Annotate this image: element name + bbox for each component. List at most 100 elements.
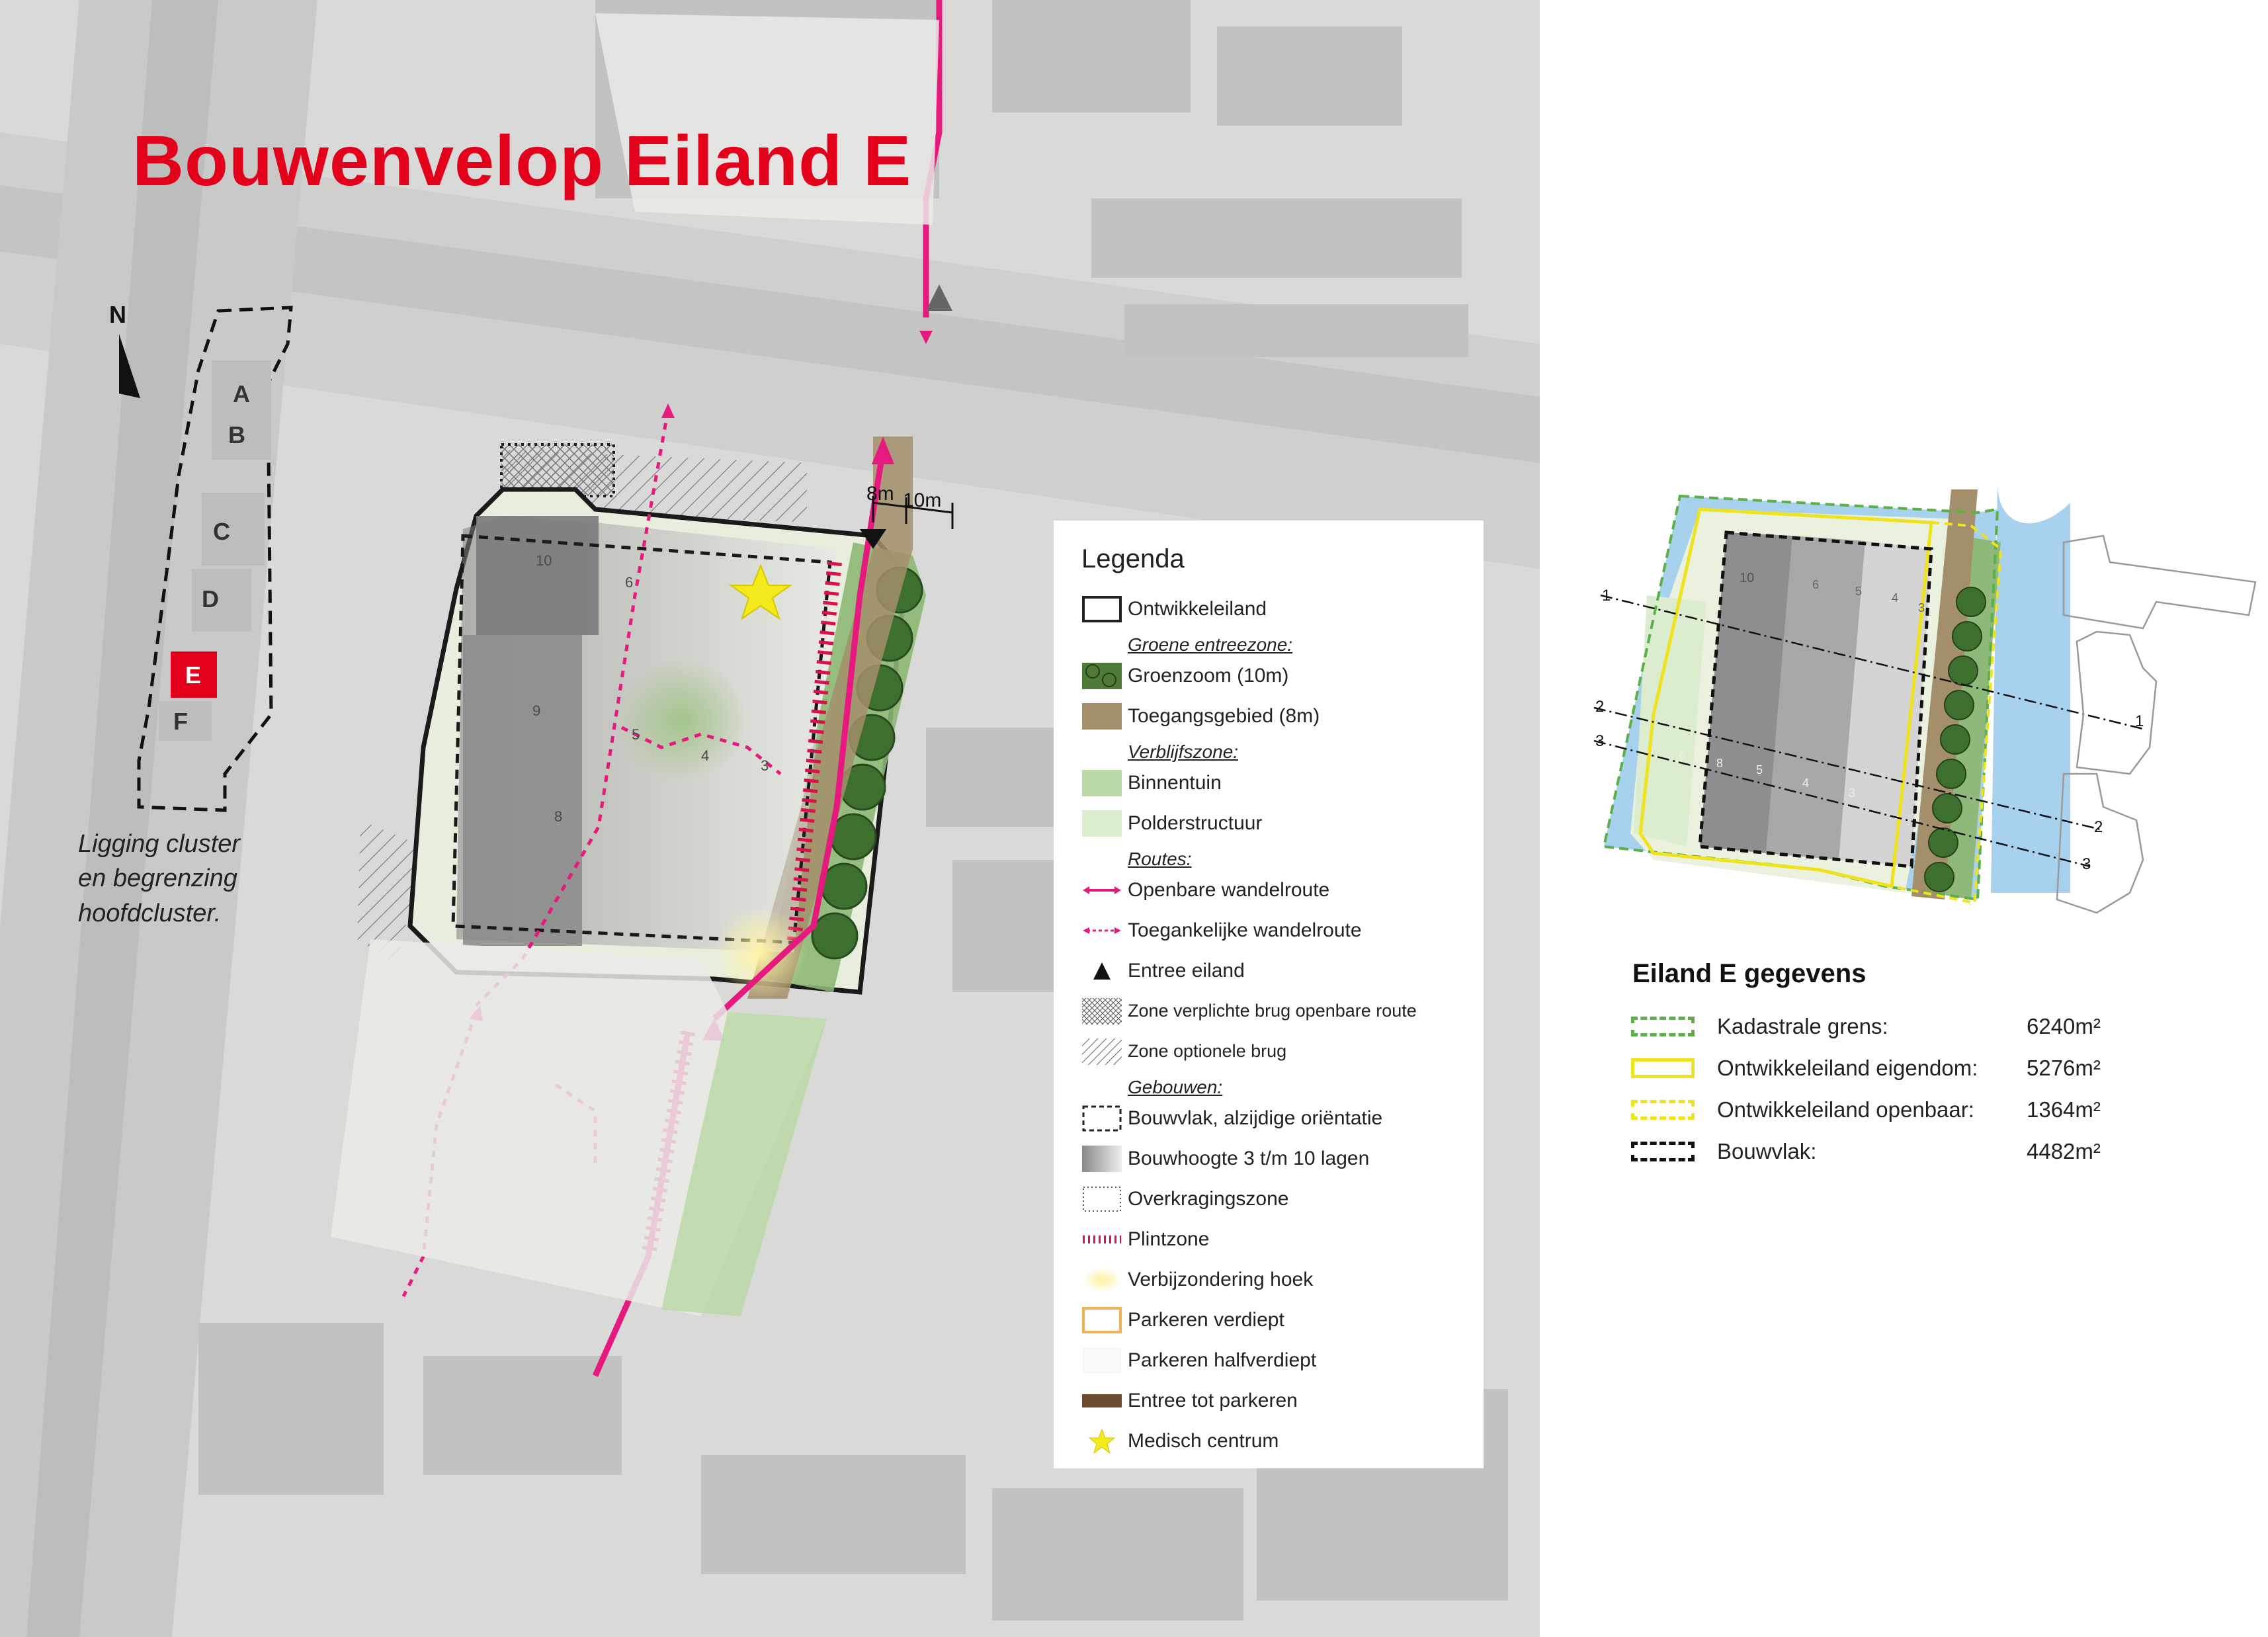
detail-building-low (1839, 541, 1931, 866)
building-number: 10 (536, 552, 552, 569)
island-f-green-zone (661, 1012, 827, 1316)
section-marker-end: 2 (2094, 818, 2103, 836)
north-label: N (109, 301, 126, 328)
legend-item-label: Bouwvlak, alzijdige oriëntatie (1128, 1107, 1383, 1129)
detail-building-number: 4 (1802, 777, 1809, 790)
legend-swatch (1081, 917, 1122, 944)
data-table-value: 4482m² (2027, 1139, 2101, 1163)
legend-item: Groenzoom (10m) (1081, 655, 1484, 696)
legend-item: Toegangsgebied (8m) (1081, 696, 1484, 736)
cluster-caption-line: hoofdcluster. (78, 899, 222, 927)
building-block-9 (463, 635, 582, 946)
data-table-row: Kadastrale grens:6240m² (1631, 1010, 2226, 1043)
legend-swatch (1081, 1038, 1122, 1066)
legend-item: Plintzone (1081, 1219, 1484, 1259)
legend-item: Parkeren halfverdiept (1081, 1340, 1484, 1380)
legend-item: Openbare wandelroute (1081, 870, 1484, 910)
detail-building-number: 3 (1849, 786, 1855, 800)
legend-item: Overkragingszone (1081, 1179, 1484, 1219)
legend-item-label: Toegangsgebied (8m) (1128, 704, 1320, 727)
page-title: Bouwenvelop Eiland E (132, 120, 912, 200)
island-e-detail-plan: 10 6 5 4 3 9 8 5 4 3 1 1 2 2 3 3 (1593, 483, 2257, 914)
roads (0, 0, 1540, 1637)
courtyard (615, 657, 748, 783)
white-box-icon (1083, 1348, 1121, 1372)
data-table-row: Ontwikkeleiland openbaar:1364m² (1631, 1093, 2226, 1126)
detail-building-mid (1766, 536, 1865, 860)
legend-swatch (1081, 1387, 1122, 1415)
detail-building-number: 5 (1756, 763, 1763, 777)
legend-item-label: Parkeren halfverdiept (1128, 1349, 1317, 1371)
legend-item: Binnentuin (1081, 763, 1484, 803)
boundary-line-swatch (1631, 1142, 1695, 1161)
section-marker-start: 3 (1595, 732, 1604, 750)
cluster-caption-line: Ligging cluster (78, 830, 241, 858)
data-table-value: 6240m² (2027, 1014, 2101, 1038)
building-number: 8 (554, 808, 563, 825)
legend-swatch (1081, 1306, 1122, 1334)
legend-item-label: Verbijzondering hoek (1128, 1268, 1314, 1290)
legend-subheading: Verblijfszone: (1081, 736, 1484, 763)
legend-subheading-text: Gebouwen: (1128, 1077, 1223, 1097)
legend-item: Bouwhoogte 3 t/m 10 lagen (1081, 1138, 1484, 1179)
gradient-swatch-icon (1082, 1145, 1122, 1172)
legend-swatch (1081, 1105, 1122, 1132)
data-table-row: Bouwvlak: 4482m² (1631, 1135, 2226, 1168)
section-lines (1593, 594, 2144, 868)
star-icon-icon (1088, 1428, 1116, 1454)
legend-item-label: Toegankelijke wandelroute (1128, 919, 1362, 941)
data-table-label: Bouwvlak: (1717, 1139, 1817, 1163)
legend-swatch (1081, 957, 1122, 985)
cluster-label-f: F (173, 708, 188, 735)
public-route-arrow-icon (1083, 886, 1121, 894)
medical-centre-star (728, 564, 793, 620)
detail-building-number: 10 (1740, 571, 1754, 585)
legend-swatch (1081, 810, 1122, 837)
dashed-box-icon (1082, 1105, 1122, 1131)
data-table-row: Ontwikkeleiland eigendom:5276m² (1631, 1052, 2226, 1085)
legend-swatch (1081, 1266, 1122, 1294)
legend-subheading: Routes: (1081, 843, 1484, 870)
legend-swatch (1081, 1347, 1122, 1374)
entrance-triangle-north (926, 284, 952, 311)
corner-highlight (714, 906, 807, 999)
legend-item: Zone verplichte brug openbare route (1081, 991, 1484, 1031)
legend-title: Legenda (1081, 544, 1185, 573)
cluster-label-d: D (202, 585, 219, 612)
legend-swatch (1081, 876, 1122, 904)
legend-item-label: Openbare wandelroute (1128, 878, 1330, 901)
building-number: 6 (625, 574, 634, 591)
legend-swatch (1081, 1185, 1122, 1213)
building-block-10 (476, 516, 599, 635)
legend-item: Parkeren verdiept (1081, 1300, 1484, 1340)
cadastral-boundary (1602, 494, 1999, 902)
data-table-value: 1364m² (2027, 1097, 2101, 1122)
cluster-label-b: B (228, 421, 245, 448)
aerial-map: Bouwenvelop Eiland E N A B C D E F Liggi… (0, 0, 1540, 1637)
entrance-triangle (860, 529, 886, 549)
legend-subheading: Gebouwen: (1081, 1071, 1484, 1098)
tree-swatch-icon (1082, 662, 1122, 689)
data-table-value: 5276m² (2027, 1056, 2101, 1080)
building-number: 9 (532, 702, 541, 719)
legend-swatch (1081, 997, 1122, 1025)
north-arrow-icon (119, 334, 140, 398)
legend-item-label: Entree eiland (1128, 959, 1245, 982)
detail-building-number: 4 (1892, 591, 1898, 605)
legend-item-label: Zone optionele brug (1128, 1041, 1287, 1061)
legend-subheading-text: Routes: (1128, 849, 1192, 869)
cluster-label-e: E (185, 661, 202, 689)
detail-envelope-outline (1698, 530, 1933, 868)
legend-item-label: Ontwikkeleiland (1128, 597, 1267, 620)
legend-item-label: Binnentuin (1128, 771, 1222, 794)
crosshatch-swatch-icon (1082, 997, 1122, 1025)
legend-swatch (1081, 1427, 1122, 1455)
legend-swatch (1081, 1226, 1122, 1253)
legend-item-label: Entree tot parkeren (1128, 1389, 1298, 1411)
section-marker-end: 1 (2135, 712, 2144, 730)
legend-swatch (1081, 769, 1122, 797)
access-swatch-icon (1082, 702, 1122, 730)
section-marker-start: 2 (1595, 698, 1604, 716)
